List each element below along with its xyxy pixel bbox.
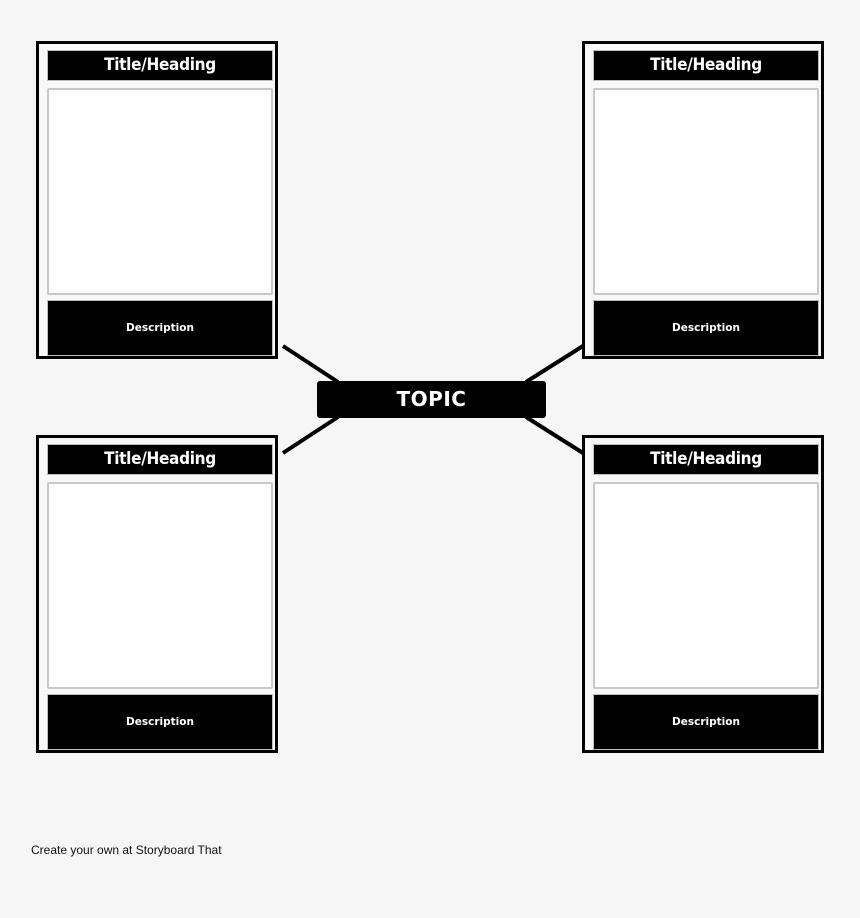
card-description[interactable]: Description	[593, 694, 819, 750]
card-image-area[interactable]	[47, 482, 273, 689]
card-title[interactable]: Title/Heading	[47, 50, 273, 81]
card-image-area[interactable]	[593, 88, 819, 295]
connector-bottom-right	[524, 415, 585, 455]
card-top-right: Title/Heading Description	[582, 41, 824, 359]
card-bottom-left: Title/Heading Description	[36, 435, 278, 753]
card-description[interactable]: Description	[593, 300, 819, 356]
connector-bottom-left	[281, 415, 340, 455]
card-description[interactable]: Description	[47, 300, 273, 356]
footer-credit: Create your own at Storyboard That	[31, 843, 222, 857]
card-bottom-right: Title/Heading Description	[582, 435, 824, 753]
card-title[interactable]: Title/Heading	[593, 50, 819, 81]
card-title[interactable]: Title/Heading	[593, 444, 819, 475]
connector-top-right	[524, 344, 585, 384]
card-title[interactable]: Title/Heading	[47, 444, 273, 475]
card-description[interactable]: Description	[47, 694, 273, 750]
card-top-left: Title/Heading Description	[36, 41, 278, 359]
connector-top-left	[281, 344, 340, 384]
topic-box[interactable]: TOPIC	[317, 381, 546, 418]
card-image-area[interactable]	[593, 482, 819, 689]
card-image-area[interactable]	[47, 88, 273, 295]
